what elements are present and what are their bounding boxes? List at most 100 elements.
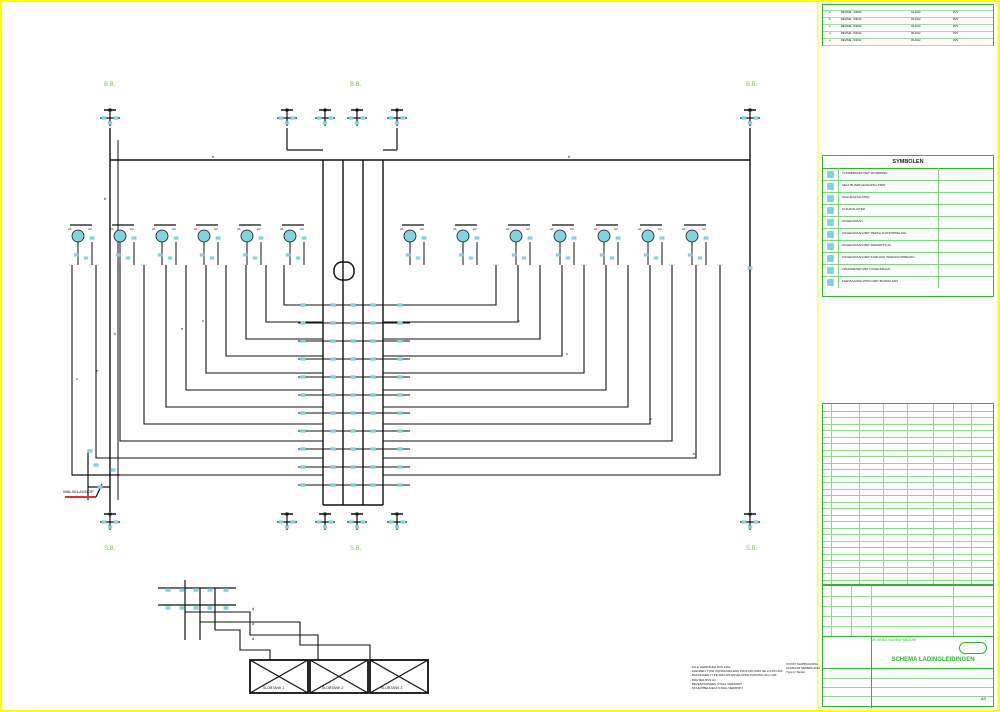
valve-icon <box>609 256 615 260</box>
symbol-row: KLIKAFSLUITER <box>823 204 993 217</box>
pipe-network <box>65 109 760 660</box>
shipyard-line: Type C Tanker <box>786 670 806 674</box>
note-line: - ALLE LEIDINGEN RVS 316L <box>690 665 731 669</box>
note-line: - BEVESTIGINGEN STAAL VERZINKT <box>690 681 743 686</box>
flange-icon <box>285 108 289 112</box>
valve-icon <box>330 465 336 469</box>
tank-head-icon <box>71 229 85 243</box>
pipe-line-label: A2 <box>420 227 424 231</box>
symbol-label: VLINDERKLEP MET WORMWIEL <box>842 171 888 175</box>
parts-col-line <box>831 404 832 584</box>
valve-icon <box>223 606 229 610</box>
symbol-label: KOGELKRAAN MET PERSLUCHTKOPPELING <box>842 231 907 235</box>
valve-icon <box>474 236 480 240</box>
blind-flange-icon <box>827 182 834 190</box>
valve-icon <box>565 256 571 260</box>
valve-icon <box>370 375 376 379</box>
parts-row-line <box>823 501 993 503</box>
valve-icon <box>242 253 248 257</box>
valve-icon <box>468 256 474 260</box>
valve-icon <box>300 393 306 397</box>
sheet-size: A3 <box>981 696 986 701</box>
valve-icon <box>167 256 173 260</box>
valve-icon <box>370 393 376 397</box>
valve-icon <box>397 375 403 379</box>
pipe-run <box>383 265 651 425</box>
ball-valve-coupling-icon <box>827 230 834 238</box>
check-valve-icon <box>827 206 834 214</box>
valve-icon <box>113 520 119 524</box>
symbol-label: KLIKAFSLUITER <box>842 207 866 211</box>
pipe-line-label: b <box>212 154 215 159</box>
parts-row-line <box>823 573 993 574</box>
valve-icon <box>300 447 306 451</box>
valve-icon <box>199 253 205 257</box>
valve-icon <box>290 520 296 524</box>
valve-icon <box>278 520 284 524</box>
valve-icon <box>316 116 322 120</box>
pipe-line-label: c <box>76 376 78 381</box>
valve-icon <box>252 256 258 260</box>
valve-icon <box>370 303 376 307</box>
pipe-run <box>383 265 721 476</box>
valve-icon <box>131 236 137 240</box>
valve-icon <box>350 393 356 397</box>
pipe-line-label: A2 <box>473 227 477 231</box>
pipe-line-label: c <box>566 351 568 356</box>
side-label-bottom-center: S.B. <box>350 546 362 552</box>
symbol-row: KOGELKRAAN MET PERSLUCHTKOPPELING <box>823 228 993 241</box>
valve-icon <box>370 357 376 361</box>
valve-icon <box>350 447 356 451</box>
pipe-run <box>383 265 697 459</box>
valve-icon <box>753 520 759 524</box>
slop-tank <box>369 659 429 694</box>
side-label-bottom-right: S.B. <box>746 546 758 552</box>
valve-icon <box>350 375 356 379</box>
valve-icon <box>348 520 354 524</box>
parts-row-line <box>823 534 993 535</box>
pipe-line-label: c <box>518 318 520 323</box>
pipe-line-label: A2 <box>614 227 618 231</box>
valve-icon <box>165 606 171 610</box>
revision-desc: REVISIE - 5/2012 <box>841 18 862 21</box>
parts-row-line <box>823 449 993 451</box>
shipyard-note: XXXXX SHIPBUILDING ALKMAAR NEDERLAND Typ… <box>786 662 820 674</box>
revision-date: 09-2012 <box>911 39 921 42</box>
valve-icon <box>101 520 107 524</box>
pipe-run <box>383 265 585 374</box>
parts-col-line <box>933 404 934 584</box>
valve-icon <box>300 303 306 307</box>
flange-icon <box>323 108 327 112</box>
parts-row-line <box>823 456 993 457</box>
valve-icon <box>107 525 113 529</box>
valve-icon <box>73 253 79 257</box>
tank-brace <box>369 659 429 694</box>
symbol-label: SELF BLINDFLENSAFSLUITER <box>842 183 886 187</box>
valve-icon <box>350 483 356 487</box>
slop-tank <box>309 659 369 694</box>
valve-icon <box>284 121 290 125</box>
tank-head-icon <box>113 229 127 243</box>
valve-icon <box>599 253 605 257</box>
revision-by: RVV <box>953 11 959 14</box>
parts-row-line <box>823 553 993 555</box>
valve-icon <box>328 116 334 120</box>
symbol-label: FLENSAANSLUITING MET BLINDFLENS <box>842 279 899 283</box>
valve-icon <box>330 483 336 487</box>
pipe-line-label: A1 <box>110 227 114 231</box>
valve-icon <box>330 357 336 361</box>
valve-icon <box>300 339 306 343</box>
valve-icon <box>350 465 356 469</box>
pipe-line-label: A2 <box>172 227 176 231</box>
note-line: - PAKKINGEN TYPE TEFLON ENVELOPPE PAKKIN… <box>690 673 777 678</box>
butterfly-valve-icon <box>827 170 834 178</box>
symbol-row: VLINDERKLEP MET WORMWIEL <box>823 168 993 181</box>
revision-by: RVV <box>953 32 959 35</box>
pipe-line-label: A2 <box>658 227 662 231</box>
parts-row-line <box>823 540 993 542</box>
flange-icon <box>355 108 359 112</box>
pipe-line-label: A1 <box>638 227 642 231</box>
pipe-line-label: d <box>252 606 254 611</box>
